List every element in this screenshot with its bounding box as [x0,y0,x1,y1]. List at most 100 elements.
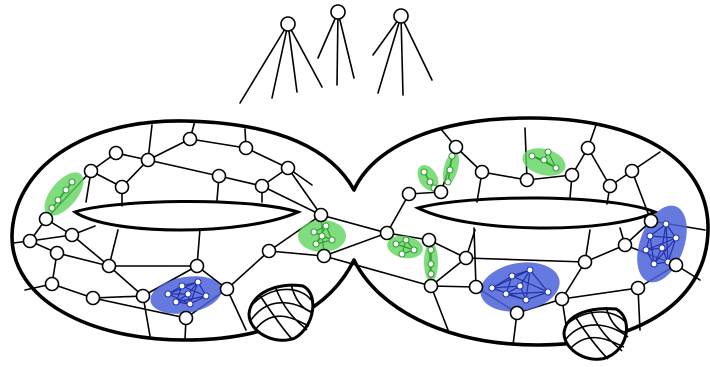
patch-vertex [658,244,666,252]
graph-edge [481,171,528,181]
graph-vertex [114,179,130,195]
patch-edge [645,237,677,251]
patch-vertex [62,186,70,194]
patch-vertex [526,266,534,274]
patch-edge [649,235,655,265]
patch-vertex [544,288,552,296]
patch-vertex [646,232,654,240]
patch-vertex [48,204,56,212]
graph-edge [561,287,639,300]
patch-vertex [488,284,496,292]
graph-edge [71,234,110,267]
graph-vertex [643,213,659,229]
patch-edge [167,293,191,305]
graph-vertex [509,305,525,321]
graph-vertex [140,152,156,168]
blue-patch [150,276,222,314]
patch-edge [525,269,531,301]
graph-vertex [219,281,235,297]
outer-boundary [10,116,710,347]
patch-vertex [392,240,400,248]
patch-vertex [508,272,516,280]
vortex-apex-left [280,16,296,32]
graph-vertex [64,227,80,243]
graph-edge [92,295,144,299]
patch-vertex [68,178,76,186]
graph-vertex [182,131,198,147]
patch-vertex [402,236,410,244]
patch-vertex [552,164,560,172]
patch-edge [181,285,207,297]
patch-vertex [184,290,192,298]
graph-vertex [135,288,151,304]
graph-vertex [617,237,633,253]
graph-vertex [458,250,474,266]
patch-vertex [426,178,434,186]
graph-edge [268,250,325,257]
patch-edge [491,285,521,289]
graph-edge [56,252,110,267]
patch-vertex [427,260,435,268]
patch-edge [653,237,677,265]
graph-edge [631,170,652,222]
graph-edge [226,288,247,331]
green-patch [522,148,566,176]
graph-edge [189,138,247,149]
graph-vertex [261,243,277,259]
graph-vertex [211,168,227,184]
patch-edge [529,269,549,293]
patch-vertex [516,282,524,290]
patch-vertex [328,236,336,244]
graph-edge [323,255,432,287]
graph-vertex [49,245,65,261]
graph-vertex [630,280,646,296]
patch-edge [505,291,549,295]
vortices [239,4,433,104]
patch-vertex [662,220,670,228]
patch-vertex [502,290,510,298]
graph-edge [430,285,449,331]
patch-vertex [172,298,180,306]
graph-edge [323,232,388,257]
graph-vertex [178,310,194,326]
vortex-middle [317,4,355,86]
graph-vertex [44,276,60,292]
graph-vertex [421,232,437,248]
green-patch [298,220,346,252]
patch-vertex [312,240,320,248]
patch-vertex [446,166,454,174]
patch-vertex [420,168,428,176]
graph-edge [465,257,586,263]
patch-edge [51,181,73,209]
green-patch [442,151,460,186]
vortex-apex-right [393,8,409,24]
graph-vertex [189,258,205,274]
patch-edge [175,295,207,303]
graph-vertex [108,145,124,161]
patch-vertex [427,270,435,278]
patch-edge [525,291,549,301]
graph-vertex [379,225,395,241]
graph-vertex [474,164,490,180]
patch-vertex [672,234,680,242]
graph-edge [92,297,187,319]
graph-edge [147,159,220,177]
patch-edge [661,223,667,249]
crosscap-left [247,283,315,342]
graph-edge [147,138,191,161]
patch-vertex [522,296,530,304]
patch-vertex [194,278,202,286]
patch-edge [665,223,669,263]
patch-vertex [528,152,536,160]
graph-vertex [401,186,417,202]
graph-vertex [580,140,596,156]
graph-edge [587,147,611,187]
patch-vertex [410,246,418,254]
patch-edge [511,275,549,293]
green-patch [417,165,439,192]
patch-vertex [444,178,452,186]
patch-vertex [318,232,326,240]
graph-vertex [254,178,270,194]
graph-vertex [83,163,99,179]
